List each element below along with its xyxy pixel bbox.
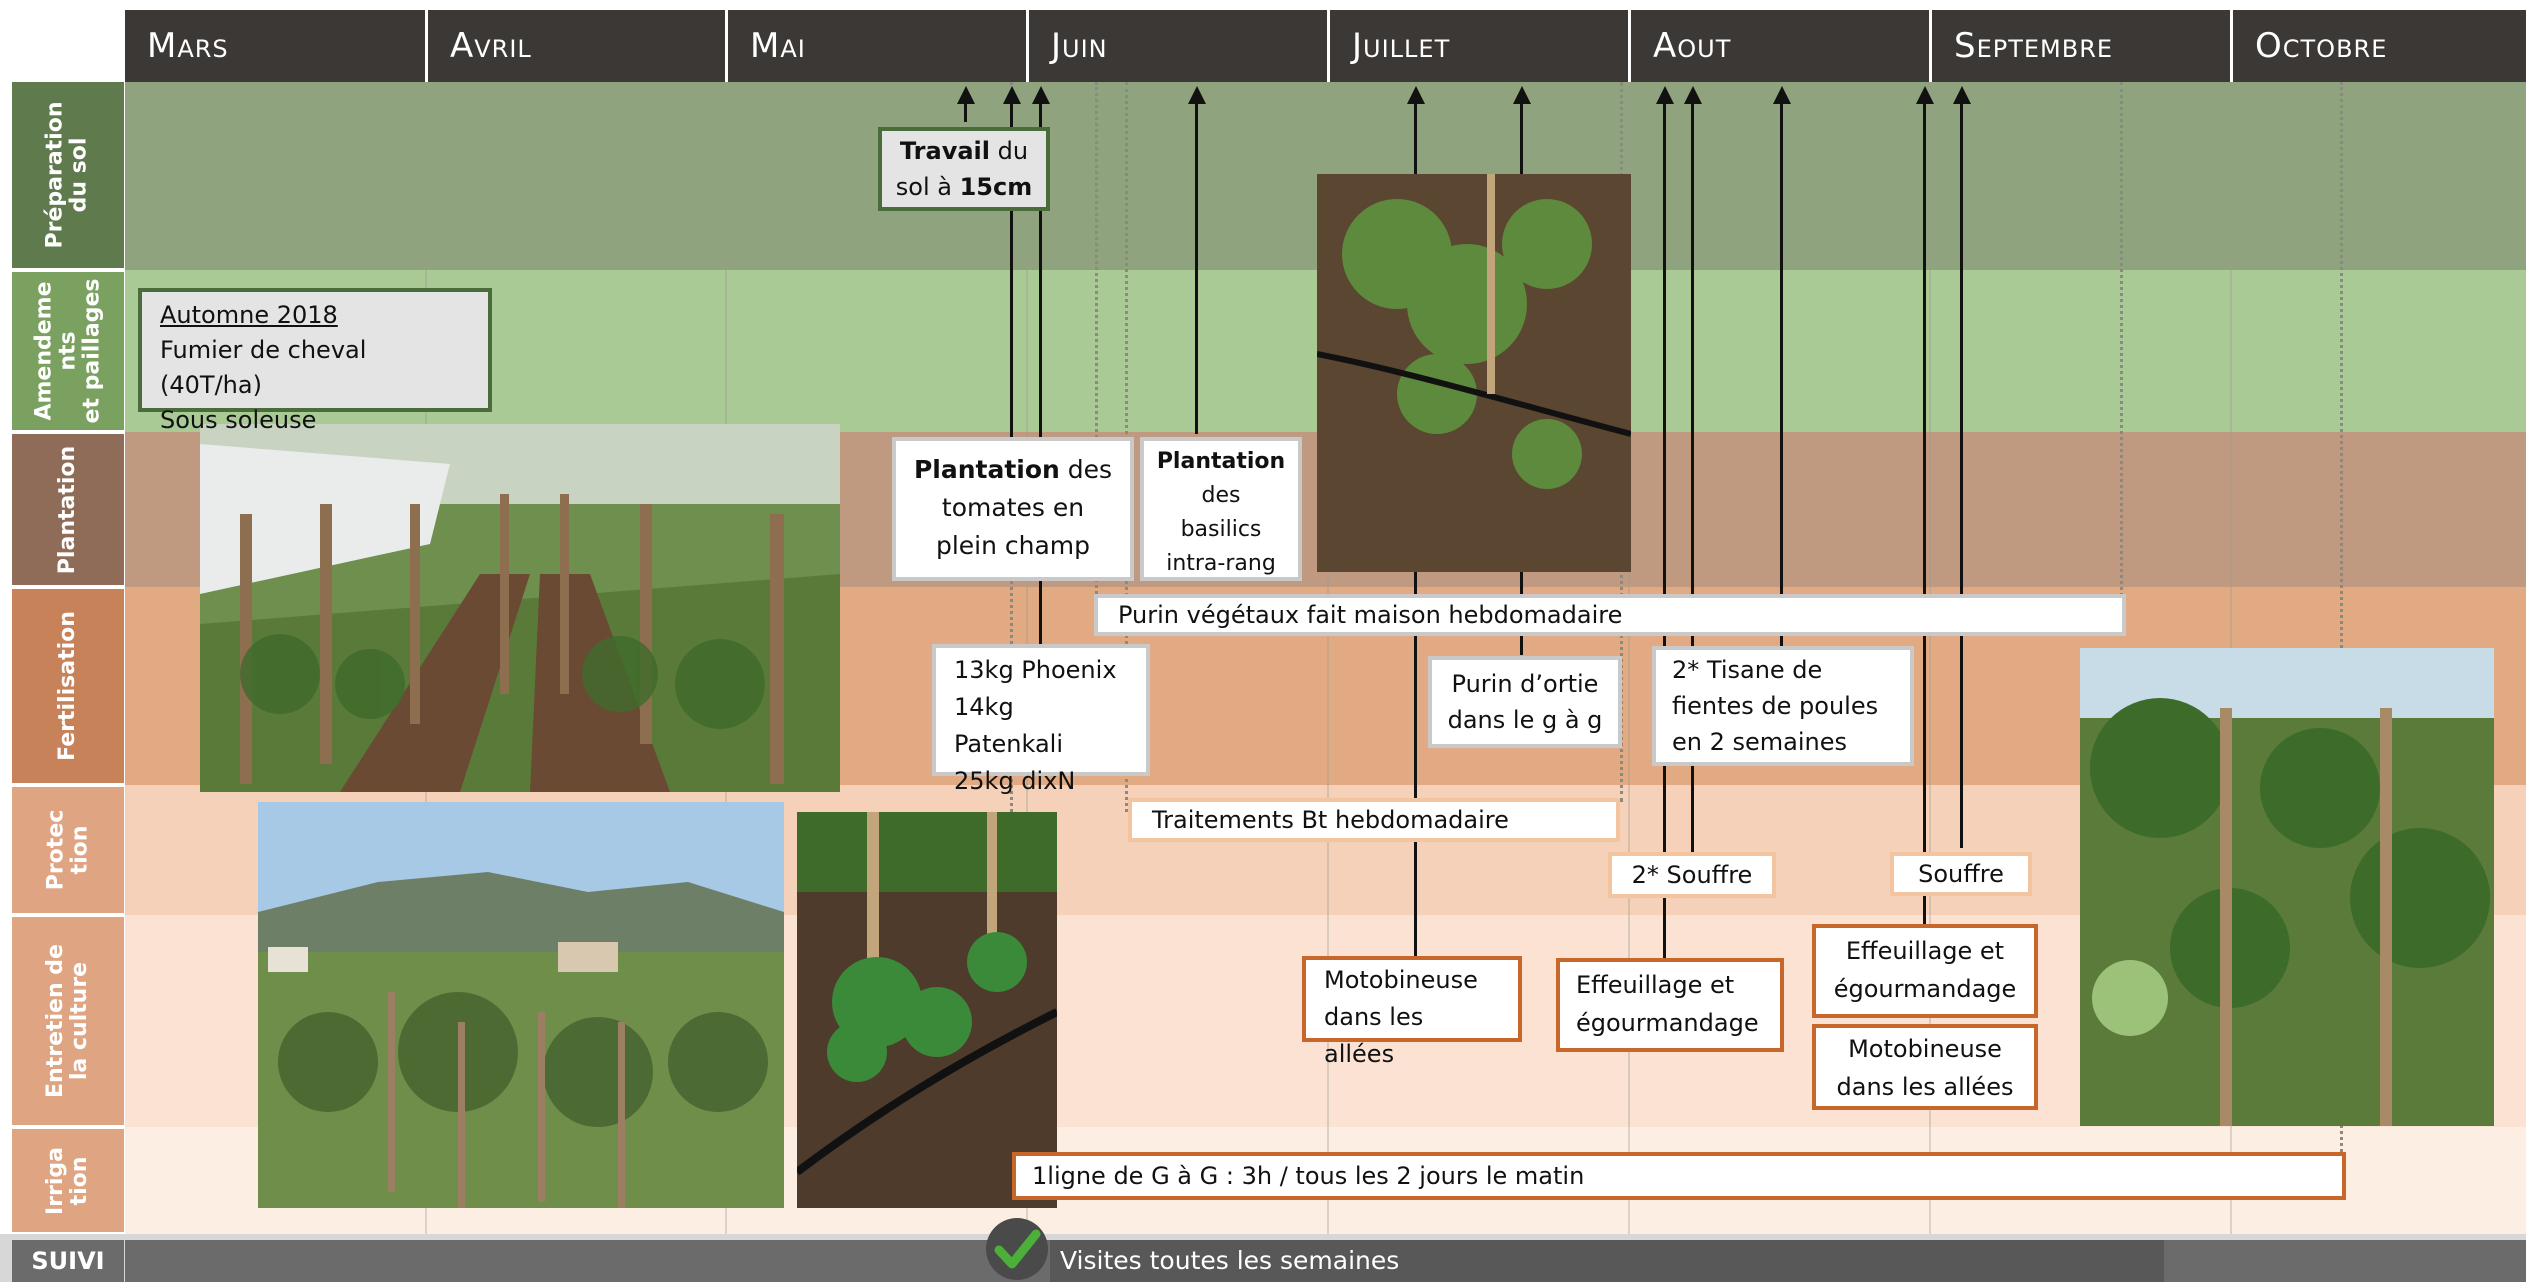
photo-tomato-fruit bbox=[2080, 648, 2494, 1126]
box-motobineuse-1: Motobineuse dans les allées bbox=[1302, 956, 1522, 1068]
box-souffre-1: 2* Souffre bbox=[1608, 852, 1776, 898]
month-juillet: Juillet bbox=[1327, 10, 1628, 82]
box-automne-2018: Automne 2018 Fumier de cheval (40T/ha) S… bbox=[138, 288, 492, 434]
arrow-head bbox=[957, 86, 975, 104]
box-effeuillage-2: Effeuillage et égourmandage bbox=[1812, 924, 2038, 1018]
box-travail-du-sol: Travail du sol à 15cm bbox=[878, 127, 1050, 211]
photo-seedlings-drip bbox=[797, 812, 1057, 1208]
suivi-label: SUIVI bbox=[12, 1240, 124, 1282]
arrow-head bbox=[1684, 86, 1702, 104]
month-aout: Aout bbox=[1628, 10, 1929, 82]
arrow-head bbox=[1032, 86, 1050, 104]
box-souffre-2: Souffre bbox=[1890, 852, 2032, 896]
grid-line bbox=[1327, 82, 1329, 1234]
month-juin: Juin bbox=[1026, 10, 1327, 82]
dotted-line bbox=[1095, 82, 1098, 612]
grid-line bbox=[1929, 82, 1931, 1234]
box-motobineuse-2: Motobineuse dans les allées bbox=[1812, 1024, 2038, 1110]
photo-field-mountains bbox=[258, 802, 784, 1208]
checkmark-icon bbox=[984, 1216, 1050, 1282]
box-engrais: 13kg Phoenix 14kg Patenkali 25kg dixN bbox=[932, 644, 1150, 795]
dotted-line bbox=[2120, 82, 2123, 602]
box-irrigation: 1ligne de G à G : 3h / tous les 2 jours … bbox=[1012, 1152, 2346, 1200]
arrow-shaft bbox=[1195, 100, 1198, 434]
month-octobre: Octobre bbox=[2230, 10, 2526, 82]
row-label-protection: Protec tion bbox=[12, 787, 124, 913]
month-avril: Avril bbox=[425, 10, 725, 82]
row-label-irrigation: Irriga tion bbox=[12, 1129, 124, 1232]
photo-basil-tomato-soil bbox=[1317, 174, 1631, 572]
arrow-head bbox=[1188, 86, 1206, 104]
month-septembre: Septembre bbox=[1929, 10, 2230, 82]
arrow-shaft bbox=[964, 100, 967, 122]
arrow-shaft bbox=[1960, 100, 1963, 848]
arrow-shaft bbox=[1039, 100, 1042, 644]
arrow-head bbox=[1003, 86, 1021, 104]
arrow-head bbox=[1656, 86, 1674, 104]
box-purin-ortie: Purin d’ortie dans le g à g bbox=[1428, 656, 1622, 748]
month-header-bar bbox=[125, 10, 2526, 82]
row-label-plantation: Plantation bbox=[12, 434, 124, 585]
arrow-head bbox=[1407, 86, 1425, 104]
dotted-line bbox=[2340, 82, 2343, 1152]
arrow-shaft bbox=[1010, 100, 1013, 444]
grid-line bbox=[1628, 82, 1630, 1234]
row-label-amendements: Amendeme nts et paillages bbox=[12, 272, 124, 430]
arrow-head bbox=[1513, 86, 1531, 104]
box-effeuillage-1: Effeuillage et égourmandage bbox=[1556, 958, 1784, 1052]
arrow-head bbox=[1953, 86, 1971, 104]
photo-tomato-rows-stakes bbox=[200, 424, 840, 792]
suivi-text: Visites toutes les semaines bbox=[1050, 1240, 2164, 1282]
box-traitements-bt: Traitements Bt hebdomadaire bbox=[1128, 798, 1620, 842]
box-purin-vegetaux: Purin végétaux fait maison hebdomadaire bbox=[1094, 594, 2126, 636]
row-label-preparation: Préparation du sol bbox=[12, 82, 124, 268]
arrow-head bbox=[1773, 86, 1791, 104]
arrow-head bbox=[1916, 86, 1934, 104]
month-mai: Mai bbox=[725, 10, 1026, 82]
arrow-shaft bbox=[1691, 100, 1694, 853]
month-mars: Mars bbox=[147, 26, 229, 66]
row-label-fertilisation: Fertilisation bbox=[12, 589, 124, 783]
arrow-shaft bbox=[1923, 100, 1926, 930]
box-plantation-basilics: Plantation des basilics intra-rang bbox=[1140, 437, 1302, 581]
box-tisane: 2* Tisane de fientes de poules en 2 sema… bbox=[1652, 646, 1914, 766]
arrow-shaft bbox=[1780, 100, 1783, 653]
arrow-shaft bbox=[1663, 100, 1666, 964]
box-plantation-tomates: Plantation des tomates en plein champ bbox=[892, 437, 1134, 581]
row-label-entretien: Entretien de la culture bbox=[12, 917, 124, 1125]
